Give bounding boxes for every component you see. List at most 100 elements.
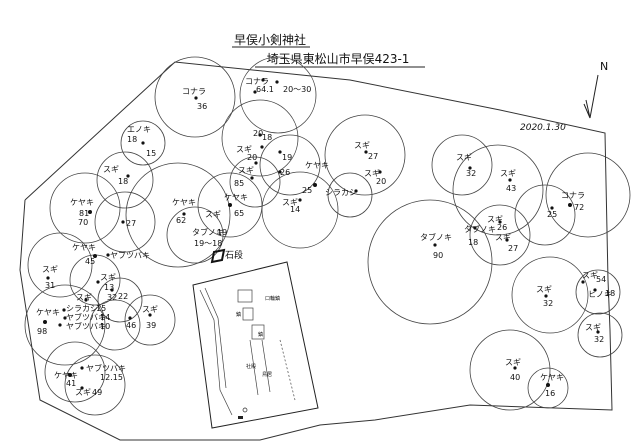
tree-label: スギ xyxy=(75,388,91,397)
tree-size: 20 xyxy=(253,129,263,138)
tree-size: 39 xyxy=(146,321,156,330)
tree-label: スギ xyxy=(487,215,503,224)
tree-size: 45 xyxy=(85,257,95,266)
inset-label: 鎮 xyxy=(258,331,263,338)
tree-label: スギ xyxy=(42,265,58,274)
tree-label: ケヤキ xyxy=(54,371,78,380)
tree-size: 65 xyxy=(234,209,244,218)
tree-size: 16 xyxy=(545,389,555,398)
tree-size: 14 xyxy=(290,205,300,214)
tree-points xyxy=(43,78,600,390)
tree-label: スギ xyxy=(238,166,254,175)
tree-label: タブノキ xyxy=(192,227,224,237)
tree-label: タブノキ xyxy=(420,232,452,242)
tree-label: コナラ xyxy=(245,77,269,86)
tree-size: 90 xyxy=(433,251,443,260)
tree-label: ヤブツバキ xyxy=(66,312,106,322)
inset-label: 社殿 xyxy=(246,363,256,370)
survey-date: 2020.1.30 xyxy=(520,123,566,133)
canopy-circles xyxy=(24,56,631,416)
tree-label: ヤブツバキ xyxy=(66,321,106,331)
tree-size: 14 xyxy=(100,313,110,322)
tree-size: 27 xyxy=(368,152,378,161)
tree-size: 32 xyxy=(594,335,604,344)
tree-size: 25 xyxy=(302,186,312,195)
tree-size: 36 xyxy=(197,102,207,111)
tree-label: スギ xyxy=(354,141,370,150)
tree-size: 19〜18 xyxy=(194,239,222,248)
tree-label: スギ xyxy=(585,323,601,332)
tree-label: コナラ xyxy=(182,87,206,96)
inset-label: 鎮 xyxy=(236,311,241,318)
inset-label: 口輪鎮 xyxy=(265,295,280,302)
tree-label: ヒノキ xyxy=(588,290,612,299)
tree-size: 27 xyxy=(126,219,136,228)
tree-label: ケヤキ xyxy=(305,161,329,170)
tree-label: スギ xyxy=(364,169,380,178)
tree-size: 19 xyxy=(282,153,292,162)
tree-label: ヤブツバキ xyxy=(86,363,126,373)
tree-size: 22 xyxy=(118,292,128,301)
tree-label: スギ xyxy=(582,271,598,280)
inset-label: 鳥居 xyxy=(262,371,272,378)
tree-size: 98 xyxy=(37,327,47,336)
tree-label: エノキ xyxy=(127,125,151,134)
tree-size: 46 xyxy=(126,321,136,330)
tree-size: 15 xyxy=(146,149,156,158)
tree-label: ケヤキ xyxy=(72,243,96,252)
tree-size: 81 xyxy=(79,209,89,218)
tree-size: 20〜30 xyxy=(283,85,311,94)
tree-size: 15 xyxy=(96,304,106,313)
tree-label: ヤブツバキ xyxy=(110,250,150,260)
tree-label: スギ xyxy=(500,169,516,178)
tree-size: 49 xyxy=(92,388,102,397)
tree-label: スギ xyxy=(456,153,472,162)
stone-steps-marker: 石段 xyxy=(210,248,243,264)
tree-size: 20 xyxy=(247,153,257,162)
tree-label: スギ xyxy=(100,273,116,282)
tree-label: スギ xyxy=(236,145,252,154)
tree-size: 41 xyxy=(66,379,76,388)
tree-size: 19 xyxy=(217,228,227,237)
tree-label: ケヤキ xyxy=(70,198,94,207)
tree-label: ケヤキ xyxy=(224,193,248,202)
tree-size: 64.1 xyxy=(256,85,274,94)
tree-size: 10 xyxy=(100,322,110,331)
tree-label: ケヤキ xyxy=(36,308,60,317)
tree-size: 72 xyxy=(574,203,584,212)
tree-size: 18 xyxy=(127,135,137,144)
tree-size: 85 xyxy=(234,179,244,188)
tree-size: 70 xyxy=(78,218,88,227)
inset-site-plan: 口輪鎮 鎮 鎮 社殿 鳥居 xyxy=(192,261,319,429)
tree-label: コナラ xyxy=(561,191,585,200)
tree-size: 18 xyxy=(605,289,615,298)
tree-size: 62 xyxy=(176,216,186,225)
tree-label: スギ xyxy=(495,233,511,242)
tree-label: シラカシ xyxy=(66,304,98,313)
tree-label: スギ xyxy=(76,293,92,302)
tree-size: 26 xyxy=(497,223,507,232)
map-header: 早俣小剣神社 埼玉県東松山市早俣423-1 2020.1.30 xyxy=(232,32,566,133)
tree-size: 32 xyxy=(543,299,553,308)
tree-size: 27 xyxy=(508,244,518,253)
tree-size: 20 xyxy=(376,177,386,186)
tree-labels: コナラ 36 コナラ 20〜30 64.1 エノキ 18 15 スギ 18 ケヤ… xyxy=(36,77,615,398)
tree-label: スギ xyxy=(505,358,521,367)
tree-size: 32 xyxy=(107,293,117,302)
tree-label: ケヤキ xyxy=(540,373,564,382)
north-arrow-icon: N xyxy=(583,60,608,119)
stone-steps-label: 石段 xyxy=(225,249,243,261)
tree-size: 40 xyxy=(510,373,520,382)
tree-size: 31 xyxy=(45,281,55,290)
tree-size: 12.15 xyxy=(100,373,123,382)
tree-size: 18 xyxy=(468,238,478,247)
shrine-title: 早俣小剣神社 xyxy=(234,32,306,47)
tree-size: 26 xyxy=(280,168,290,177)
tree-size: 18 xyxy=(262,133,272,142)
shrine-address: 埼玉県東松山市早俣423-1 xyxy=(267,51,410,66)
site-boundary xyxy=(19,61,613,441)
tree-size: 25 xyxy=(547,210,557,219)
tree-label: シラカシ xyxy=(325,188,357,197)
